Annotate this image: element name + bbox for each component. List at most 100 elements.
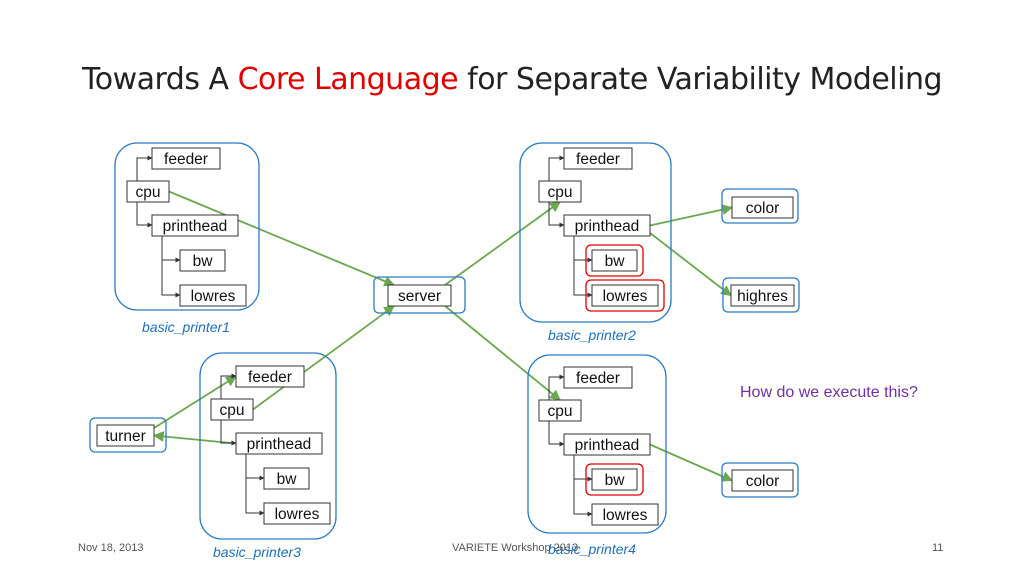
- feature-g2-printhead-label: printhead: [575, 218, 640, 235]
- feature-g4-printhead-rect: [563, 433, 651, 456]
- tree-edge-feeder: [220, 373, 237, 399]
- feature-g4-bw: bw: [591, 468, 638, 491]
- feature-g3-printhead: printhead: [235, 432, 323, 455]
- feature-color_top-label: color: [746, 200, 780, 217]
- group-box-g1: [114, 142, 260, 311]
- edge-turner-to-g3-feeder: [153, 375, 237, 429]
- feature-g2-feeder-rect: [563, 147, 633, 170]
- tree-edge-bw: [245, 454, 265, 481]
- feature-g4-feeder-label: feeder: [576, 370, 620, 387]
- feature-g1-printhead-label: printhead: [163, 218, 228, 235]
- feature-g2-cpu-rect: [538, 180, 582, 203]
- feature-g1-feeder: feeder: [151, 147, 221, 170]
- question-note: How do we execute this?: [740, 384, 918, 401]
- standalone-color_top: color: [721, 188, 799, 224]
- feature-highres-label: highres: [737, 288, 788, 305]
- standalone-color_bottom: color: [721, 462, 799, 498]
- feature-g4-cpu-rect: [538, 399, 582, 422]
- feature-g4-bw-rect: [591, 468, 638, 491]
- tree-lines-g1: [136, 155, 181, 298]
- edge-g1-cpu-to-server: [168, 190, 395, 287]
- feature-g3-cpu-rect: [210, 398, 254, 421]
- feature-color_bottom-label: color: [746, 473, 780, 490]
- feature-g2-bw-label: bw: [605, 253, 626, 270]
- feature-g1-feeder-label: feeder: [164, 151, 208, 168]
- title-pre: Towards A: [81, 62, 238, 97]
- feature-color_bottom: color: [731, 469, 794, 492]
- feature-g3-feeder: feeder: [235, 365, 305, 388]
- feature-g4-lowres-rect: [591, 503, 659, 526]
- feature-color_top: color: [731, 196, 794, 219]
- tree-edge-lowres: [245, 454, 265, 516]
- edges-layer: [152, 190, 734, 482]
- title-accent: Core Language: [237, 62, 459, 97]
- feature-g2-bw-rect: [591, 249, 638, 272]
- feature-g3-lowres-rect: [263, 502, 331, 525]
- edge-server-to-g2-cpu: [444, 201, 561, 286]
- feature-g1-bw-rect: [179, 249, 226, 272]
- feature-g3-bw-label: bw: [277, 471, 298, 488]
- standalone-turner: turner: [89, 417, 167, 453]
- tree-lines-g3: [220, 373, 265, 516]
- feature-turner: turner: [96, 424, 155, 447]
- feature-server-label: server: [398, 288, 441, 305]
- group-label-g2: basic_printer2: [548, 327, 636, 343]
- feature-g3-lowres: lowres: [263, 502, 331, 525]
- tree-edge-bw: [573, 455, 593, 482]
- standalone-box-color_top: [721, 188, 799, 224]
- tree-edge-lowres: [573, 455, 593, 517]
- feature-g4-feeder-rect: [563, 366, 633, 389]
- tree-edge-feeder: [548, 374, 565, 400]
- feature-g1-bw-label: bw: [193, 253, 214, 270]
- feature-g4-lowres-label: lowres: [603, 507, 648, 524]
- feature-g4-cpu: cpu: [538, 399, 582, 422]
- feature-g4-printhead-label: printhead: [575, 437, 640, 454]
- feature-g3-cpu: cpu: [210, 398, 254, 421]
- group-box-g2: [519, 142, 672, 323]
- feature-g2-printhead: printhead: [563, 214, 651, 237]
- feature-g1-feeder-rect: [151, 147, 221, 170]
- feature-g3-feeder-label: feeder: [248, 369, 292, 386]
- feature-g2-lowres-rect: [591, 284, 659, 307]
- feature-g4-lowres: lowres: [591, 503, 659, 526]
- feature-color_top-rect: [731, 196, 794, 219]
- feature-g2-cpu-label: cpu: [548, 184, 573, 201]
- standalone-server: server: [373, 276, 466, 314]
- feature-g1-lowres-label: lowres: [191, 288, 236, 305]
- feature-server-rect: [387, 284, 452, 307]
- tree-edge-printhead: [548, 202, 565, 228]
- tree-edge-printhead: [548, 421, 565, 447]
- tree-edge-printhead: [136, 202, 153, 228]
- edge-g3-cpu-to-server: [252, 305, 395, 411]
- tree-edge-bw: [161, 236, 181, 263]
- tree-edge-lowres: [161, 236, 181, 298]
- feature-g1-printhead-rect: [151, 214, 239, 237]
- feature-g3-feeder-rect: [235, 365, 305, 388]
- feature-g1-lowres-rect: [179, 284, 247, 307]
- feature-g1-lowres: lowres: [179, 284, 247, 307]
- edge-g2-printhead-to-highres: [649, 232, 732, 297]
- feature-g2-feeder: feeder: [563, 147, 633, 170]
- feature-g1-bw: bw: [179, 249, 226, 272]
- feature-g2-cpu: cpu: [538, 180, 582, 203]
- feature-g2-lowres: lowres: [591, 284, 659, 307]
- feature-g2-printhead-rect: [563, 214, 651, 237]
- highlight-g2-bw: [585, 244, 644, 277]
- feature-server: server: [387, 284, 452, 307]
- edge-g3-printhead-to-turner: [152, 431, 237, 445]
- standalone-box-highres: [722, 277, 800, 313]
- feature-g3-bw: bw: [263, 467, 310, 490]
- footer-center: VARIETE Workshop 2013: [452, 542, 579, 554]
- standalone-box-turner: [89, 417, 167, 453]
- feature-g2-bw: bw: [591, 249, 638, 272]
- group-box-g4: [527, 354, 667, 534]
- standalone-box-color_bottom: [721, 462, 799, 498]
- feature-g2-lowres-label: lowres: [603, 288, 648, 305]
- footer-page-number: 11: [932, 542, 944, 554]
- feature-g2-feeder-label: feeder: [576, 151, 620, 168]
- feature-g4-bw-label: bw: [605, 472, 626, 489]
